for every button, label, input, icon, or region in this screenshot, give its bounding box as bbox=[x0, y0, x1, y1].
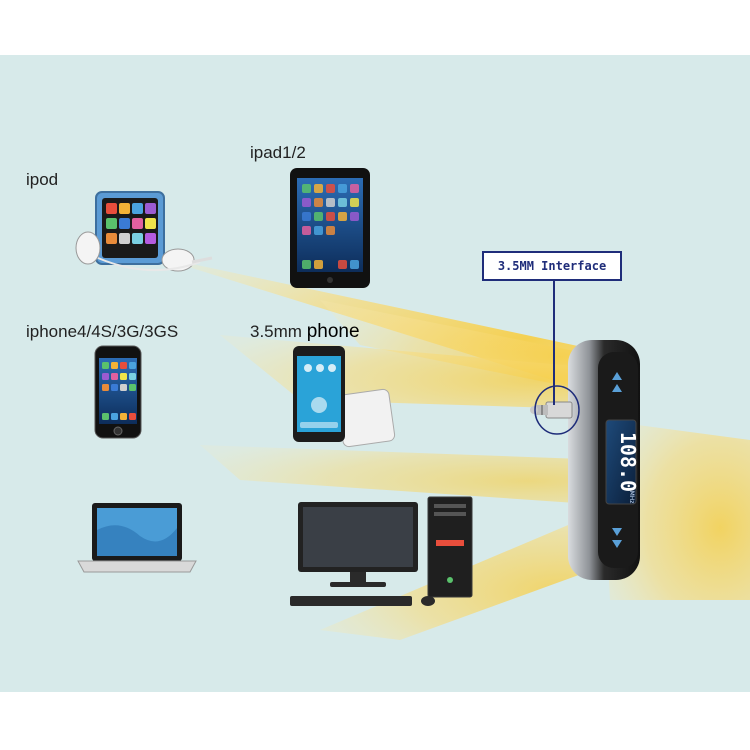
transmitter-frequency: 108.0 bbox=[616, 432, 640, 492]
ipod-nano-icon bbox=[95, 191, 165, 265]
desktop-computer-icon bbox=[290, 496, 473, 606]
laptop-icon bbox=[77, 503, 197, 573]
product-illustration: 108.0 MHz bbox=[0, 55, 750, 692]
audio-jack-icon bbox=[530, 385, 580, 435]
interface-callout: 3.5MM Interface bbox=[482, 251, 622, 281]
callout-line bbox=[553, 281, 555, 405]
label-phone-suffix: phone bbox=[306, 321, 360, 342]
illustration-canvas: 108.0 MHz bbox=[75, 168, 750, 640]
transmitter-unit: MHz bbox=[628, 491, 635, 504]
label-phone: 3.5mm phone bbox=[250, 321, 360, 343]
label-phone-prefix: 3.5mm bbox=[250, 322, 307, 341]
fm-transmitter-icon bbox=[568, 340, 640, 580]
iphone-icon bbox=[94, 345, 142, 439]
beam-laptop bbox=[200, 445, 610, 505]
label-ipad: ipad1/2 bbox=[250, 143, 306, 162]
earphones-icon bbox=[75, 231, 213, 272]
label-iphone: iphone4/4S/3G/3GS bbox=[26, 322, 179, 341]
smartphone-icon bbox=[293, 346, 396, 448]
label-ipod: ipod bbox=[26, 170, 59, 189]
ipad-icon bbox=[290, 168, 370, 288]
